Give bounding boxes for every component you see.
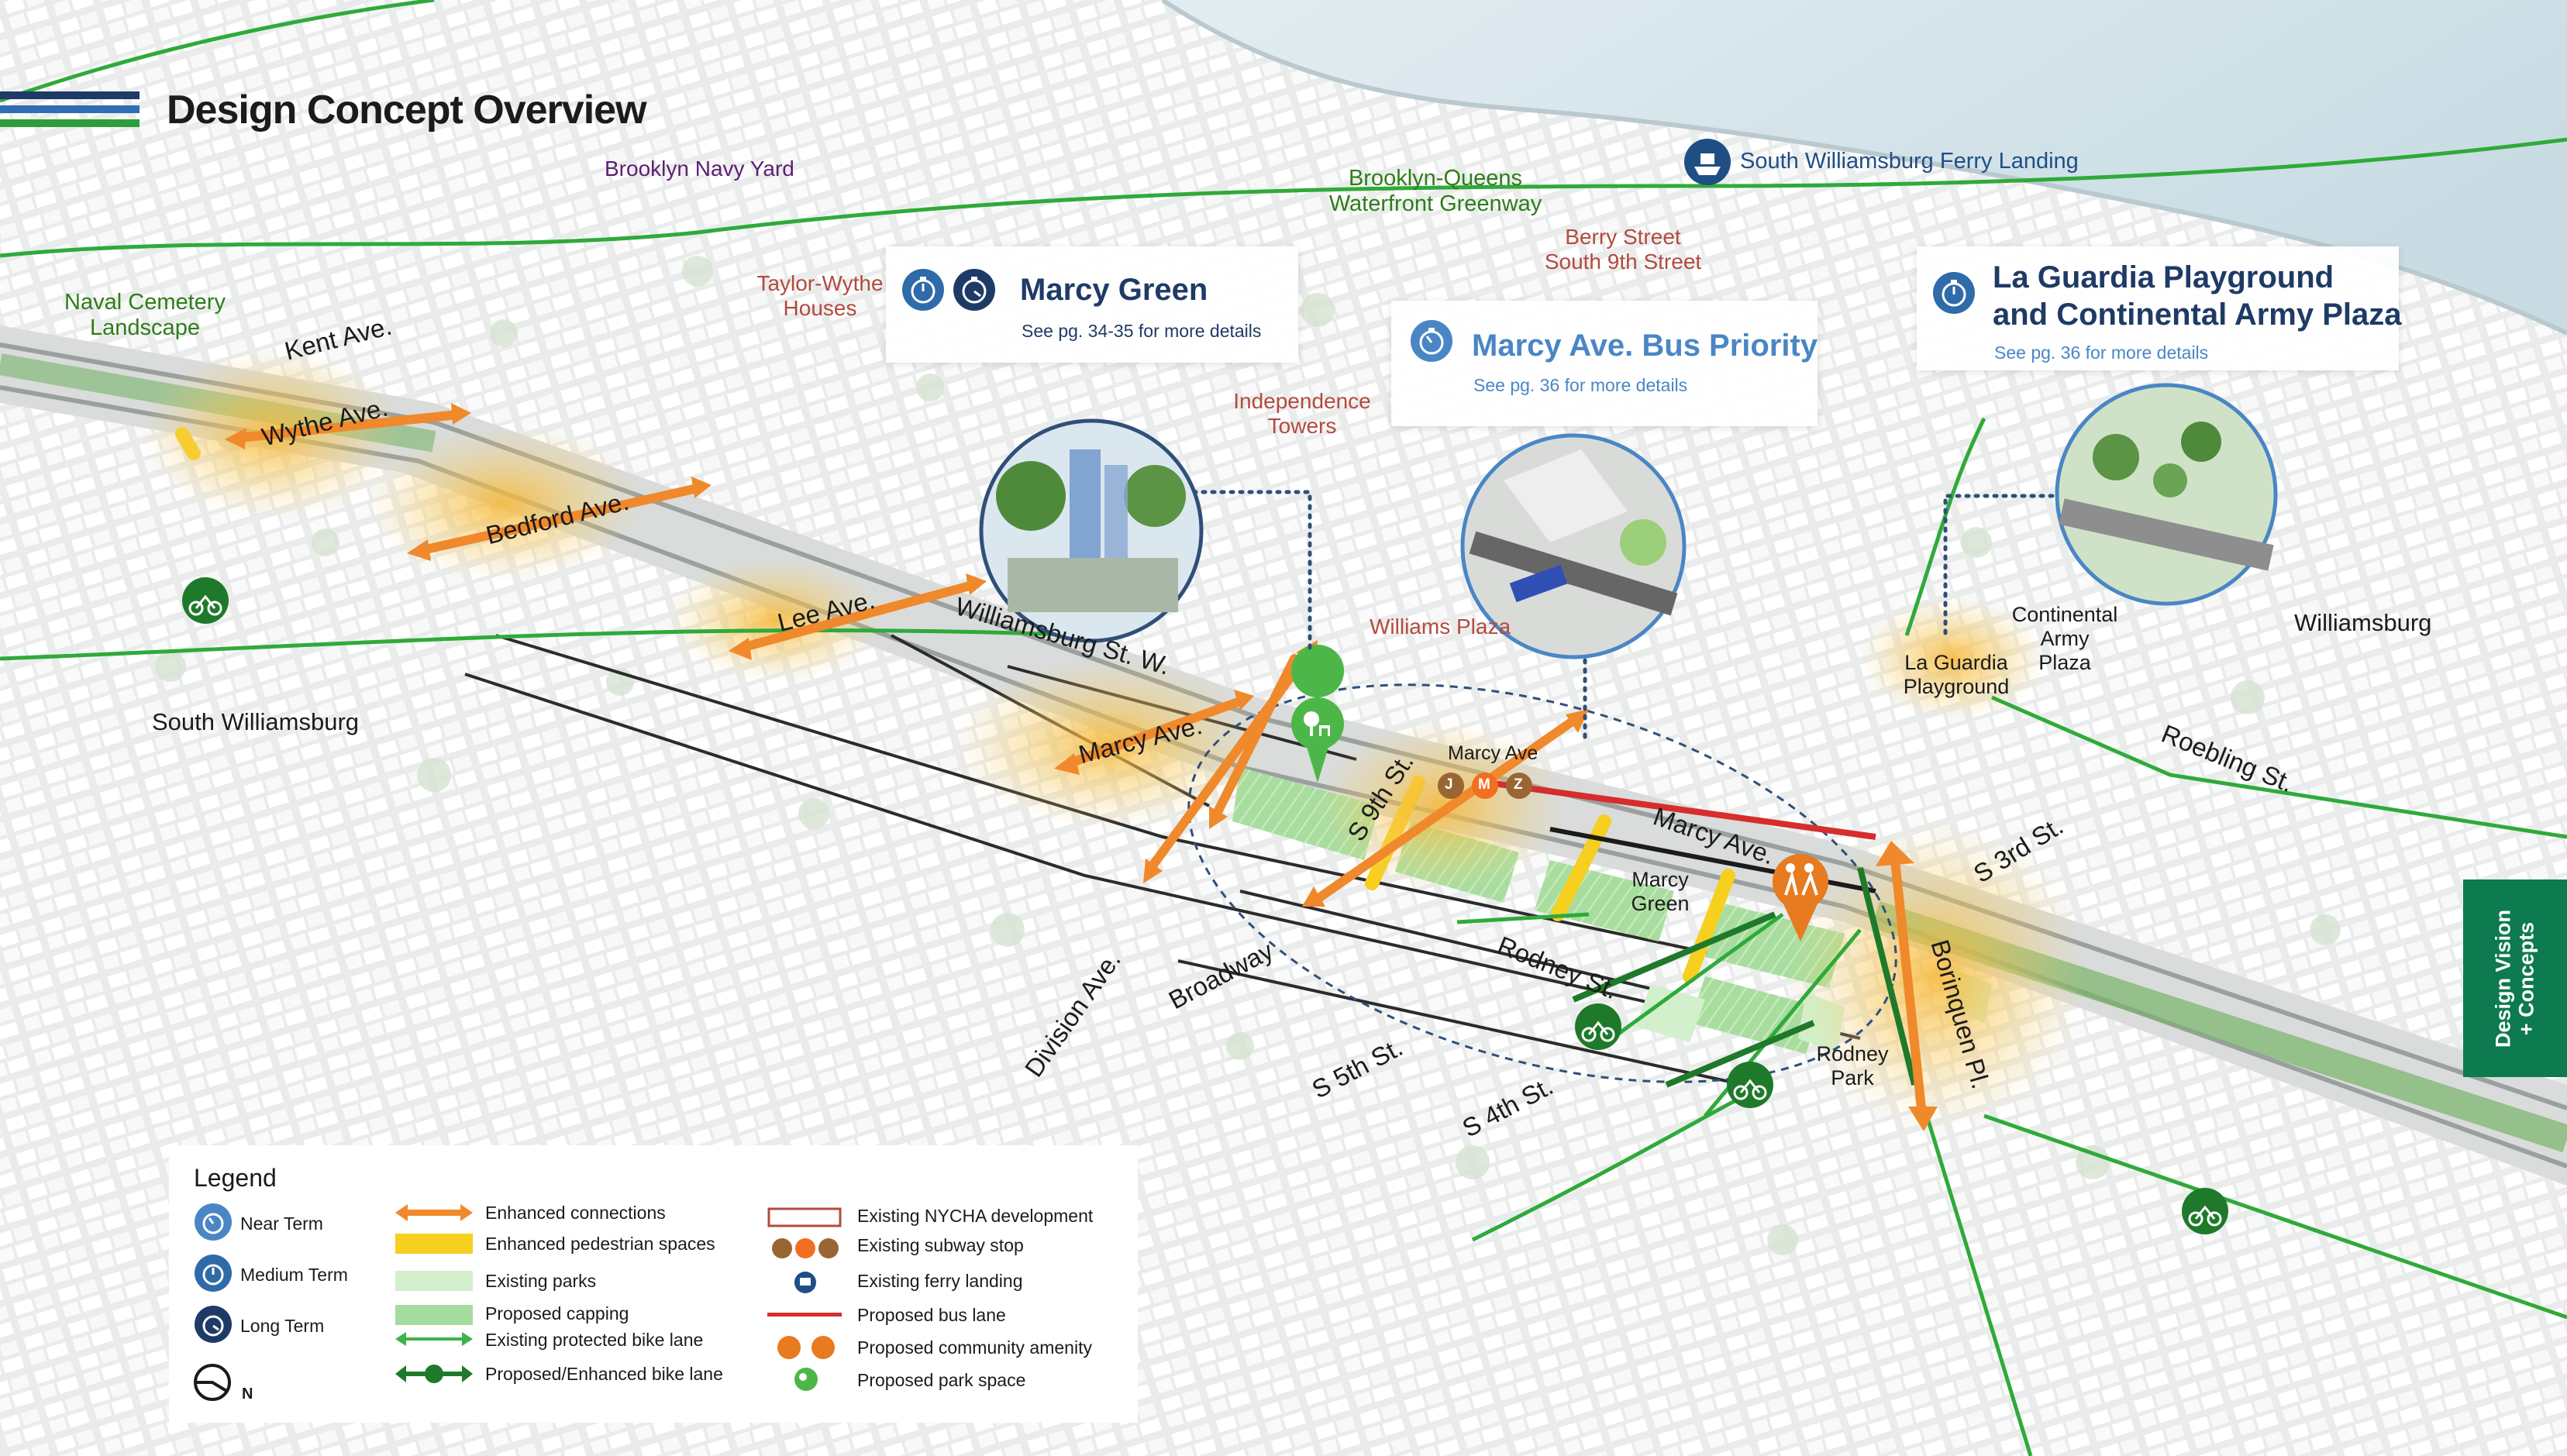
ferry-landing-icon <box>1684 139 1731 185</box>
marcy-green-label: Marcy Green <box>1631 868 1690 916</box>
callout-title: Marcy Ave. Bus Priority <box>1472 329 1818 363</box>
enhanced-connections-swatch <box>395 1204 473 1221</box>
legend-park-space: Proposed park space <box>857 1370 1026 1390</box>
legend-north: N <box>242 1385 253 1403</box>
medium-term-icon <box>195 1255 232 1292</box>
side-tab-design-vision[interactable]: Design Vision + Concepts <box>2463 879 2567 1077</box>
near-term-icon <box>195 1203 232 1241</box>
marcy-ave-station-label: Marcy Ave <box>1448 742 1538 764</box>
legend-bus-lane: Proposed bus lane <box>857 1305 1006 1325</box>
near-term-badge-icon <box>1410 319 1453 363</box>
legend-enhanced-connections: Enhanced connections <box>485 1203 666 1223</box>
marcy-green-vignette <box>979 418 1204 643</box>
community-amenity-pin-icon <box>1773 854 1828 941</box>
park-pin-icon <box>1291 645 1345 783</box>
pedestrian-spaces-swatch <box>395 1234 473 1254</box>
navy-yard-label: Brooklyn Navy Yard <box>605 157 794 181</box>
callout-subtitle: See pg. 34-35 for more details <box>1022 321 1262 341</box>
callout-title: La Guardia Playground and Continental Ar… <box>1993 260 2402 332</box>
legend-title: Legend <box>194 1164 277 1192</box>
ferry-landing-swatch <box>794 1272 816 1293</box>
callout-subtitle: See pg. 36 for more details <box>1473 375 1688 395</box>
taylor-wythe-label: Taylor-Wythe Houses <box>756 271 884 321</box>
rodney-park-label: Rodney Park <box>1816 1042 1889 1090</box>
subway-line-m: M <box>1478 776 1490 793</box>
continental-army-plaza-label: Continental Army Plaza <box>2011 603 2118 675</box>
subway-stop-swatch <box>772 1238 839 1258</box>
subway-line-j: J <box>1445 776 1453 793</box>
la-guardia-playground-label: La Guardia Playground <box>1903 651 2010 699</box>
legend-long-term: Long Term <box>240 1316 325 1336</box>
berry-street-label: Berry Street South 9th Street <box>1544 225 1702 274</box>
subway-stop-icon <box>1438 773 1532 799</box>
legend-near-term: Near Term <box>240 1213 323 1234</box>
legend-subway-stop: Existing subway stop <box>857 1235 1024 1255</box>
callout-subtitle: See pg. 36 for more details <box>1994 342 2209 363</box>
long-term-icon <box>195 1306 232 1343</box>
la-guardia-vignette <box>2055 383 2278 606</box>
bus-priority-vignette <box>1460 433 1687 659</box>
title-flag-icon <box>0 91 140 127</box>
legend: Legend Near Term Medium Term Long Term N… <box>169 1145 1138 1423</box>
side-tab-label: Design Vision + Concepts <box>2491 909 2538 1048</box>
nycha-swatch <box>767 1207 842 1227</box>
enhanced-bike-lane-swatch <box>395 1365 473 1383</box>
long-term-badge-icon <box>953 268 996 312</box>
bike-badge-icon <box>182 577 2228 1234</box>
greenway-label: Brooklyn-Queens Waterfront Greenway <box>1328 166 1542 217</box>
legend-protected-bike-lane: Existing protected bike lane <box>485 1330 704 1350</box>
legend-nycha: Existing NYCHA development <box>857 1206 1094 1226</box>
legend-proposed-capping: Proposed capping <box>485 1303 629 1323</box>
legend-community-amenity: Proposed community amenity <box>857 1337 1092 1358</box>
community-amenity-swatch <box>777 1336 835 1359</box>
independence-towers-label: Independence Towers <box>1233 389 1371 439</box>
legend-ferry-landing: Existing ferry landing <box>857 1271 1023 1291</box>
callout-bus-priority[interactable]: Marcy Ave. Bus Priority See pg. 36 for m… <box>1391 301 1818 426</box>
north-arrow-icon <box>194 1364 231 1401</box>
legend-pedestrian-spaces: Enhanced pedestrian spaces <box>485 1234 715 1254</box>
protected-bike-lane-swatch <box>395 1332 473 1346</box>
medium-term-badge-icon <box>1932 271 1976 315</box>
subway-line-z: Z <box>1514 776 1523 793</box>
existing-parks-swatch <box>395 1271 473 1291</box>
callout-title: Marcy Green <box>1020 273 1208 307</box>
medium-term-badge-icon <box>901 268 945 312</box>
park-space-swatch <box>794 1368 818 1391</box>
bus-lane-swatch <box>767 1313 842 1317</box>
ferry-landing-label[interactable]: South Williamsburg Ferry Landing <box>1740 149 2079 174</box>
callout-la-guardia[interactable]: La Guardia Playground and Continental Ar… <box>1917 246 2402 370</box>
proposed-capping-swatch <box>395 1305 473 1325</box>
williams-plaza-label: Williams Plaza <box>1369 614 1511 639</box>
south-williamsburg-label: South Williamsburg <box>152 708 360 735</box>
williamsburg-label: Williamsburg <box>2294 609 2432 636</box>
page-title: Design Concept Overview <box>167 88 647 133</box>
legend-medium-term: Medium Term <box>240 1265 348 1285</box>
naval-cemetery-label: Naval Cemetery Landscape <box>64 290 226 341</box>
callout-marcy-green[interactable]: Marcy Green See pg. 34-35 for more detai… <box>886 246 1298 363</box>
legend-existing-parks: Existing parks <box>485 1271 597 1291</box>
legend-enhanced-bike-lane: Proposed/Enhanced bike lane <box>485 1364 723 1384</box>
